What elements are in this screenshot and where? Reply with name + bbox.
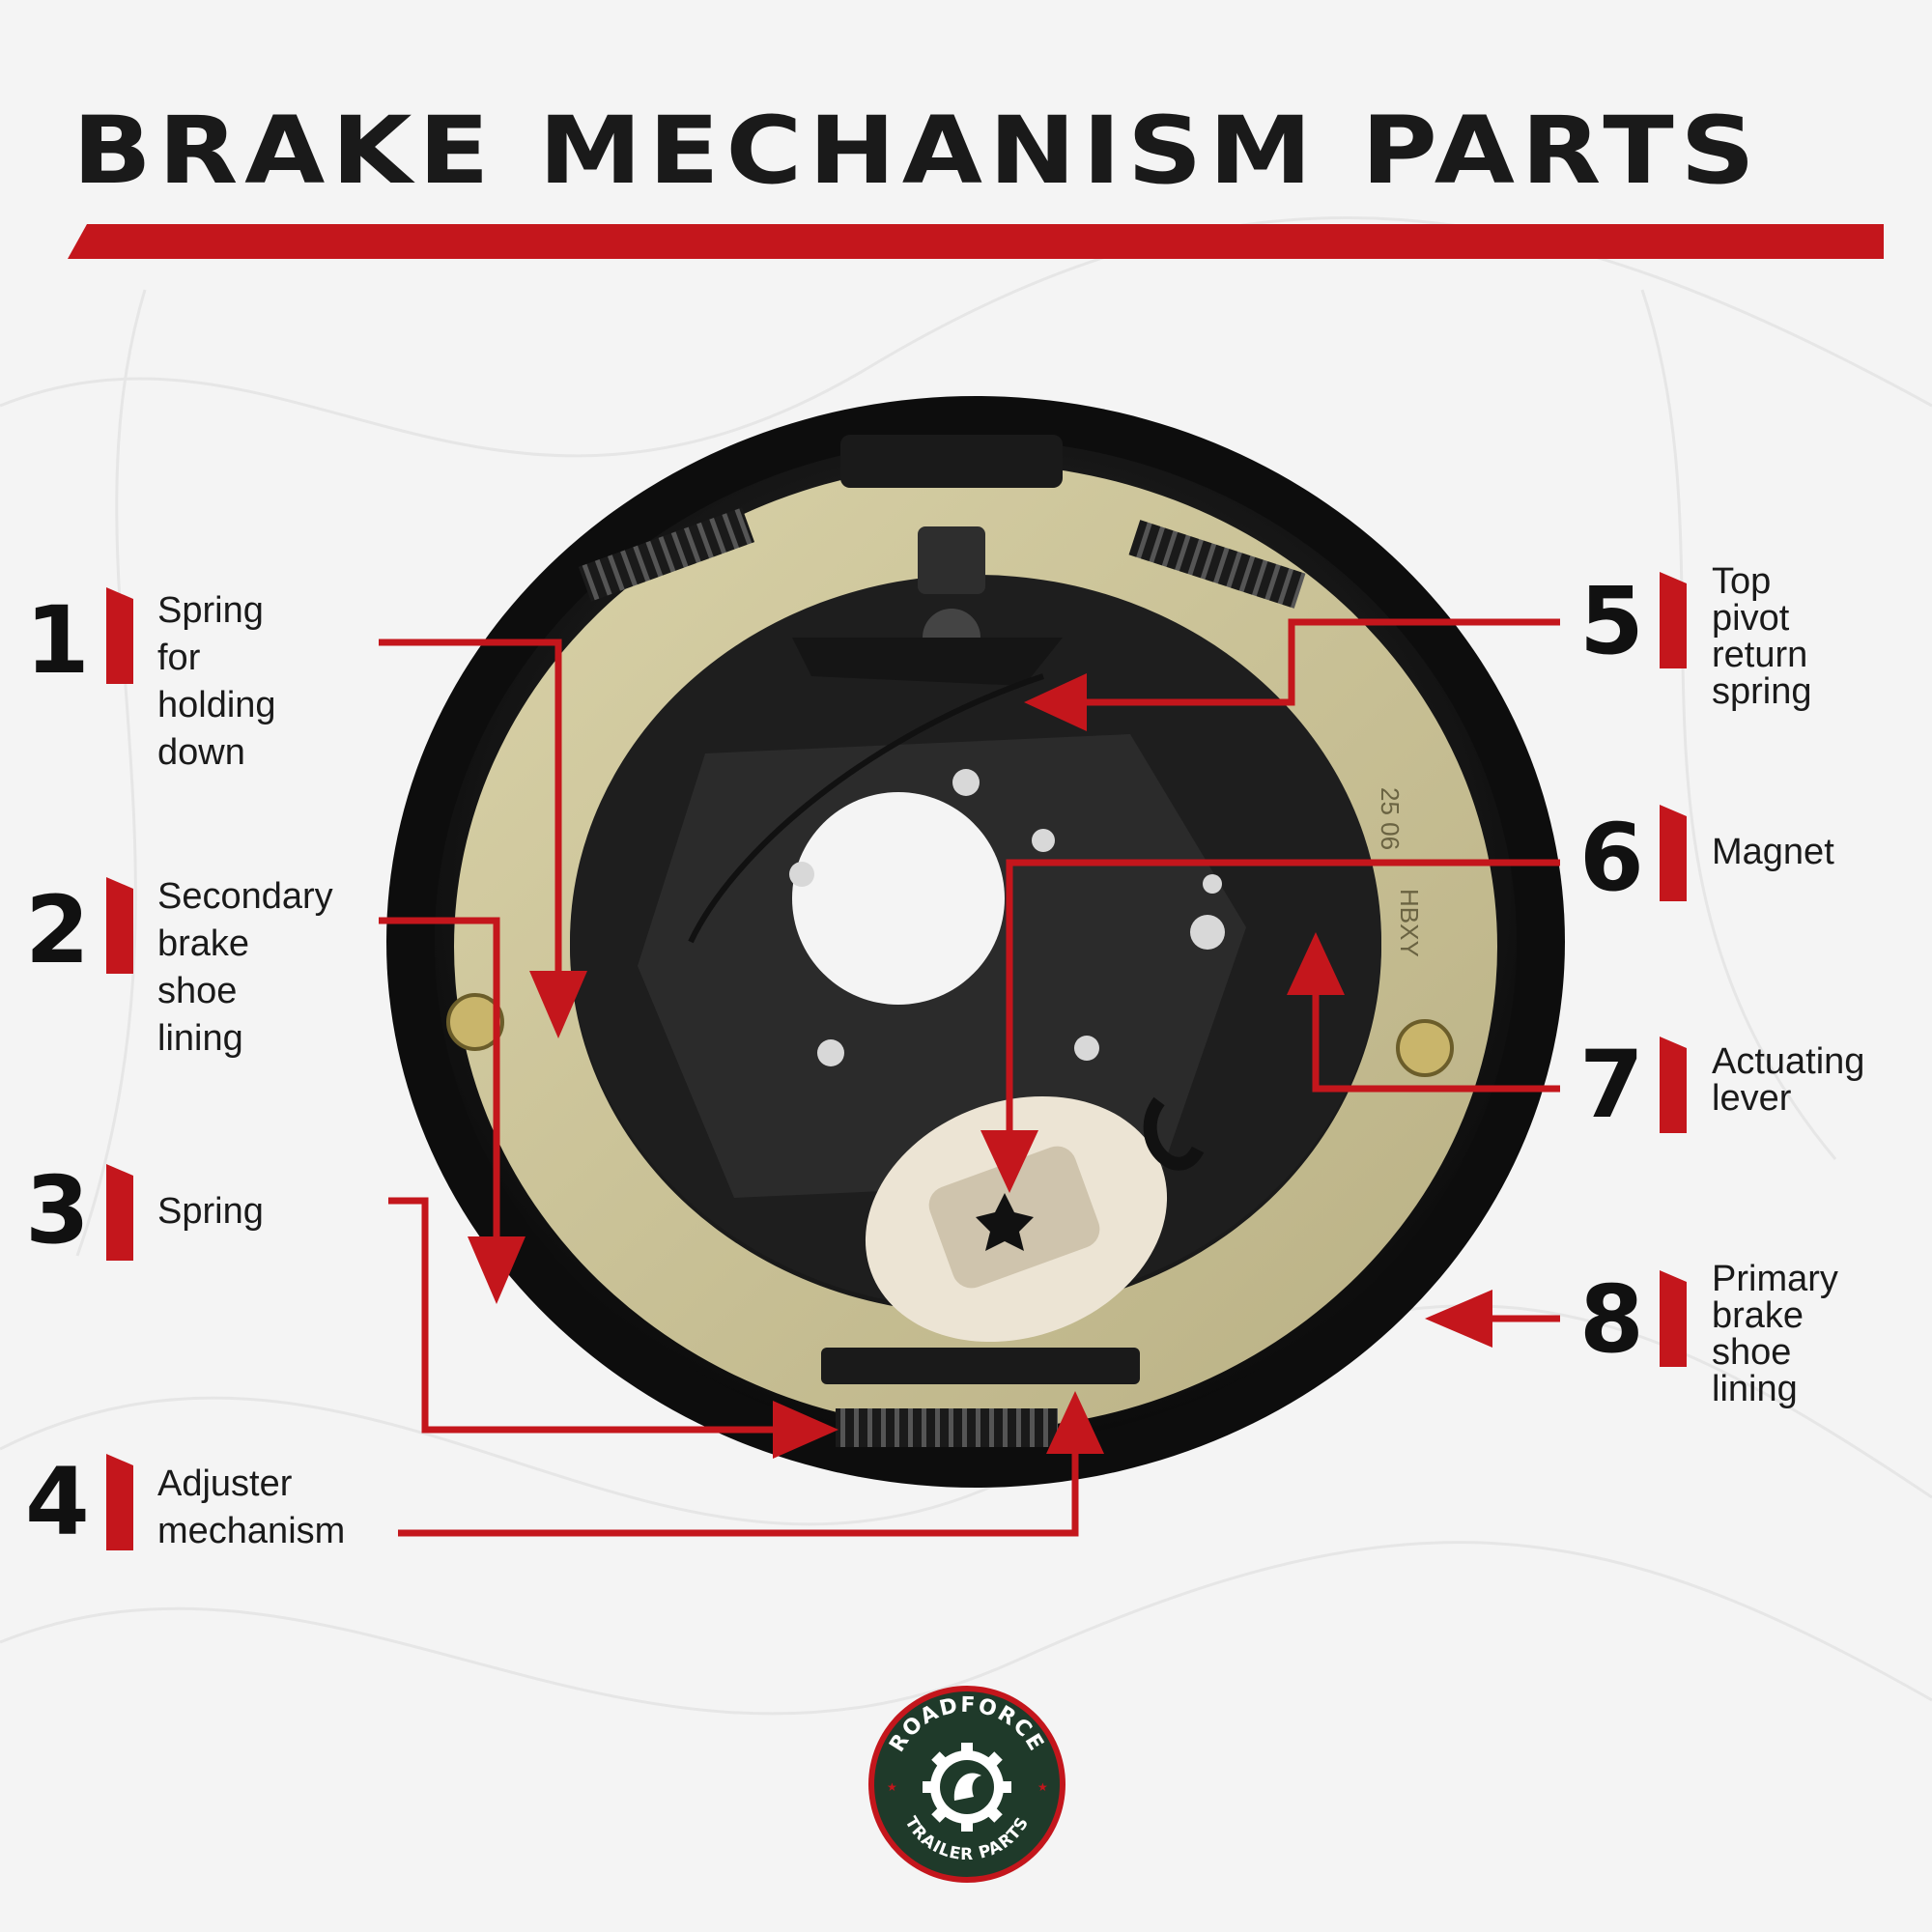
title-underline-bar	[68, 224, 1884, 259]
page-title: BRAKE MECHANISM PARTS	[72, 97, 1762, 205]
callout-tab	[106, 587, 133, 684]
callout-label: Spring for holding down	[157, 590, 276, 773]
callout-number: 7	[1579, 1031, 1644, 1139]
callout-tab	[1660, 805, 1687, 901]
callout-label: Spring	[157, 1191, 264, 1232]
stamp-code: HBXY	[1395, 889, 1424, 957]
callout-label: Adjuster mechanism	[157, 1463, 346, 1551]
callout-tab	[106, 1164, 133, 1261]
callout-number: 2	[25, 876, 90, 984]
callout-number: 3	[25, 1156, 90, 1264]
callout-number: 1	[25, 586, 90, 695]
callout-tab	[1660, 572, 1687, 668]
callout-tab	[106, 1454, 133, 1550]
callout-number: 6	[1579, 804, 1644, 912]
svg-text:★: ★	[1037, 1780, 1048, 1794]
callout-label: Primary brake shoe lining	[1712, 1259, 1838, 1409]
callout-tab	[1660, 1270, 1687, 1367]
callout-label: Actuating lever	[1712, 1041, 1865, 1119]
gear-icon	[923, 1743, 1011, 1832]
callout-label: Top pivot return spring	[1712, 561, 1812, 712]
roadforce-logo: ROADFORCE TRAILER PARTS ★ ★	[868, 1686, 1065, 1883]
svg-text:★: ★	[887, 1780, 897, 1794]
arrow-icon	[379, 618, 1560, 1537]
callout-number: 5	[1579, 567, 1644, 675]
brake-backing-plate-icon: 25 06 HBXY	[386, 396, 1565, 1488]
callout-label: Secondary brake shoe lining	[157, 876, 333, 1059]
callout-tab	[106, 877, 133, 974]
stamp-date: 25 06	[1376, 787, 1405, 850]
callout-number: 8	[1579, 1265, 1644, 1374]
callout-number: 4	[25, 1448, 90, 1556]
callout-label: Magnet	[1712, 832, 1834, 872]
callout-tab	[1660, 1037, 1687, 1133]
arrow-icon	[468, 673, 1492, 1459]
